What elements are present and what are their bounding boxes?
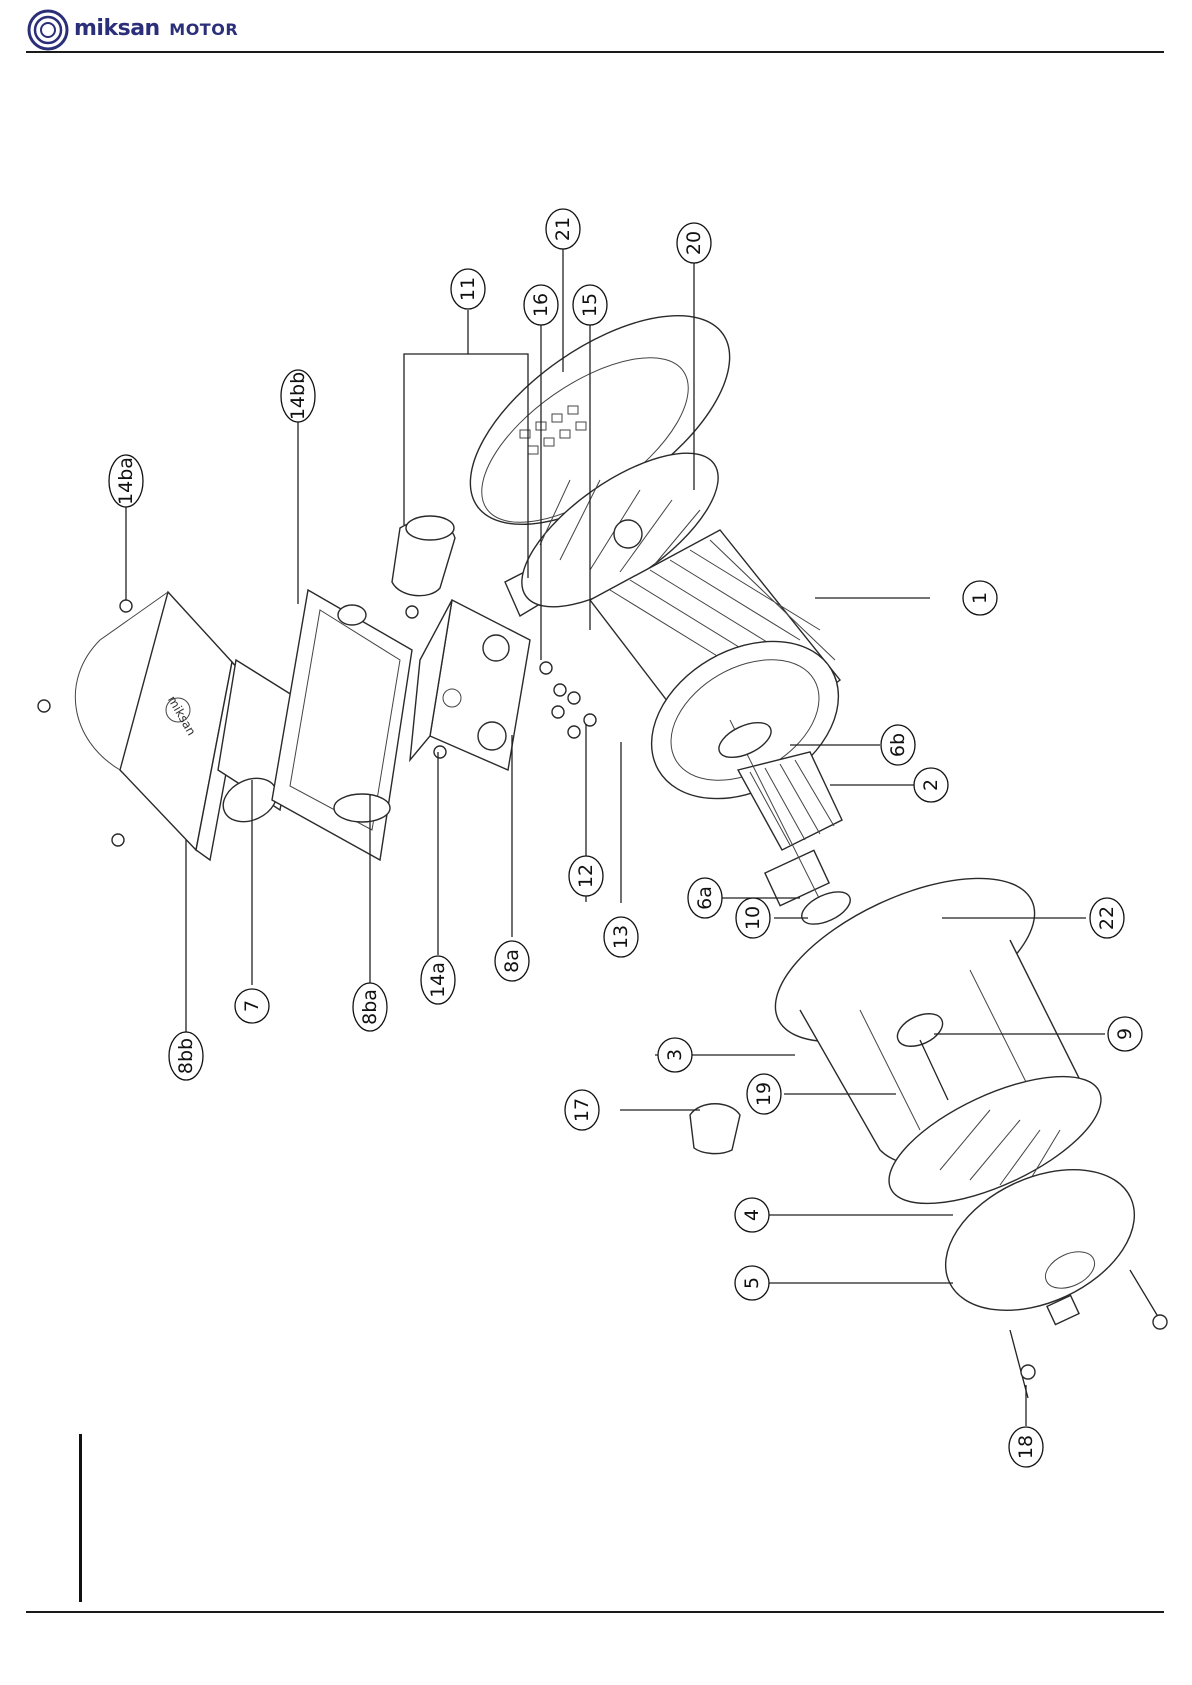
callout-16: 16 (524, 285, 558, 325)
svg-text:20: 20 (683, 231, 705, 255)
margin-bar (79, 1434, 82, 1602)
callout-4: 4 (735, 1198, 769, 1232)
callout-1: 1 (963, 581, 997, 615)
svg-text:14ba: 14ba (115, 457, 137, 505)
svg-text:7: 7 (241, 1000, 263, 1012)
svg-text:16: 16 (530, 293, 552, 317)
callout-8ba: 8ba (353, 983, 387, 1031)
svg-text:12: 12 (575, 864, 597, 888)
callout-11: 11 (451, 269, 485, 309)
callout-20: 20 (677, 223, 711, 263)
svg-text:17: 17 (571, 1098, 593, 1122)
svg-text:15: 15 (579, 293, 601, 317)
callout-8a: 8a (495, 941, 529, 981)
callout-2: 2 (914, 768, 948, 802)
callout-10: 10 (736, 898, 770, 938)
svg-text:10: 10 (742, 906, 764, 930)
svg-text:8bb: 8bb (175, 1038, 197, 1074)
svg-text:1: 1 (969, 592, 991, 604)
callout-6a: 6a (688, 878, 722, 918)
svg-text:8a: 8a (501, 949, 523, 973)
svg-text:19: 19 (753, 1082, 775, 1106)
svg-text:3: 3 (664, 1049, 686, 1061)
callout-8bb: 8bb (169, 1032, 203, 1080)
callout-6b: 6b (881, 725, 915, 765)
callout-22: 22 (1090, 898, 1124, 938)
svg-text:8ba: 8ba (359, 989, 381, 1025)
callout-12: 12 (569, 856, 603, 896)
callout-5: 5 (735, 1266, 769, 1300)
terminal-studs (540, 662, 596, 738)
callout-13: 13 (604, 917, 638, 957)
svg-text:21: 21 (552, 217, 574, 241)
terminal-cover: miksan (75, 592, 244, 860)
svg-text:6b: 6b (887, 733, 909, 757)
callout-17: 17 (565, 1090, 599, 1130)
svg-text:11: 11 (457, 277, 479, 301)
svg-text:14a: 14a (427, 962, 449, 998)
svg-text:22: 22 (1096, 906, 1118, 930)
callout-14a: 14a (421, 956, 455, 1004)
svg-text:4: 4 (741, 1209, 763, 1221)
callout-19: 19 (747, 1074, 781, 1114)
terminal-box-base (272, 590, 412, 860)
svg-text:18: 18 (1015, 1435, 1037, 1459)
callout-3: 3 (658, 1038, 692, 1072)
callout-7: 7 (235, 989, 269, 1023)
svg-text:2: 2 (920, 779, 942, 791)
callout-14bb: 14bb (281, 370, 315, 422)
svg-text:6a: 6a (694, 886, 716, 910)
callout-14ba: 14ba (109, 455, 143, 507)
callout-18: 18 (1009, 1427, 1043, 1467)
svg-text:9: 9 (1114, 1028, 1136, 1040)
exploded-parts: miksan (38, 275, 1167, 1398)
svg-text:13: 13 (610, 925, 632, 949)
footer-rule (26, 1611, 1164, 1613)
svg-text:5: 5 (741, 1277, 763, 1289)
svg-text:14bb: 14bb (287, 372, 309, 420)
callout-15: 15 (573, 285, 607, 325)
callout-21: 21 (546, 209, 580, 249)
drain-plug (690, 1104, 740, 1154)
callout-9: 9 (1108, 1017, 1142, 1051)
